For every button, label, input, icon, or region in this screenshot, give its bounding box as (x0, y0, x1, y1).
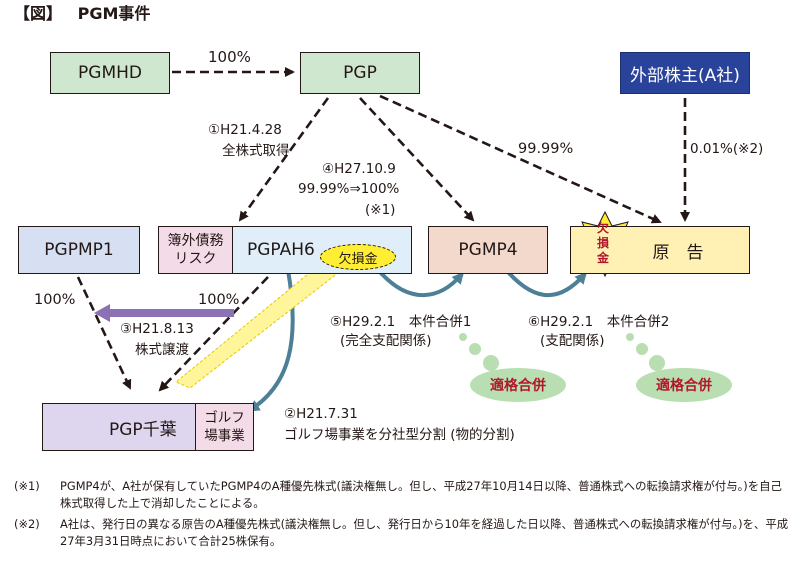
box-golf: ゴルフ 場事業 (195, 404, 253, 450)
label-step3-desc: 株式譲渡 (135, 342, 189, 358)
label-step6: ⑥H29.2.1 本件合併2 (528, 314, 670, 330)
label-step5-sub: (完全支配関係) (340, 333, 432, 349)
box-outside-label: 外部株主(A社) (630, 65, 740, 86)
bubble-dot (459, 333, 467, 341)
label-step1-desc: 全株式取得 (222, 143, 290, 159)
figure-bracket: 【図】 (14, 4, 63, 23)
label-step2-date: ②H21.7.31 (284, 406, 358, 422)
box-pgmp4: PGMP4 (428, 226, 548, 274)
label-step1-date: ①H21.4.28 (208, 122, 282, 138)
box-pgpmp1-label: PGPMP1 (44, 240, 114, 260)
box-pgmp4-label: PGMP4 (458, 240, 518, 260)
label-step3-date: ③H21.8.13 (120, 321, 194, 337)
loss-bubble-label: 欠損金 (338, 251, 378, 267)
box-pgpah6-label: PGPAH6 (247, 240, 315, 260)
label-pct-pgpah6: 100% (198, 292, 240, 308)
box-pgp-label: PGP (343, 63, 377, 83)
arrow-share-transfer-head (94, 304, 110, 322)
badge-qualified-2-label: 適格合併 (656, 378, 712, 394)
box-outside-shareholder: 外部株主(A社) (620, 52, 750, 94)
label-pct-pgp-plaintiff: 99.99% (518, 141, 574, 157)
box-plaintiff-label: 原 告 (652, 242, 704, 263)
arrow-pgpmp1-pgpchiba (76, 276, 132, 390)
arrow-merger-1 (378, 270, 464, 298)
box-pgp-chiba: PGP千葉 ゴルフ 場事業 (42, 403, 254, 451)
label-step4-date: ④H27.10.9 (322, 161, 396, 177)
arrow-merger-2 (506, 270, 587, 298)
figure-title: 【図】 PGM事件 (14, 5, 150, 23)
box-pgpmp1: PGPMP1 (18, 226, 140, 274)
footnote-1-text: PGMP4が、A社が保有していたPGMP4のA種優先株式(議決権無し。但し、平成… (60, 479, 782, 510)
arrow-pgpah6-pgpchiba (158, 276, 269, 392)
box-pgmhd-label: PGMHD (78, 63, 142, 83)
figure-title-text: PGM事件 (77, 4, 151, 23)
box-bond-risk: 簿外債務 リスク (159, 227, 233, 273)
label-step6-sub: (支配関係) (540, 333, 605, 349)
footnote-2-mark: (※2) (14, 517, 40, 531)
loss-bubble: 欠損金 (320, 244, 396, 270)
box-plaintiff: 原 告 (570, 226, 750, 274)
label-step2-desc: ゴルフ場事業を分社型分割 (物的分割) (284, 427, 515, 443)
label-pct-pgpmp1: 100% (34, 292, 76, 308)
box-pgmhd: PGMHD (50, 52, 170, 94)
box-golf-label: ゴルフ 場事業 (204, 410, 245, 444)
label-step4-ratio: 99.99%⇒100% (298, 181, 400, 197)
box-pgp: PGP (300, 52, 420, 94)
arrow-pgp-pgpah6 (238, 97, 330, 222)
bubble-dot (626, 333, 634, 341)
label-pct-pgmhd-pgp: 100% (208, 48, 251, 66)
label-step5: ⑤H29.2.1 本件合併1 (330, 314, 472, 330)
badge-qualified-merger-2: 適格合併 (636, 368, 732, 402)
box-bond-risk-label: 簿外債務 リスク (167, 233, 224, 267)
label-pct-outside: 0.01%(※2) (690, 141, 764, 157)
bubble-dot (483, 355, 499, 371)
loss-star-label: 欠 損 金 (597, 221, 610, 265)
arrow-pgp-plaintiff (379, 94, 662, 224)
label-step4-note: (※1) (365, 202, 396, 218)
footnote-1-mark: (※1) (14, 479, 40, 493)
footnote-2-text: A社は、発行日の異なる原告のA種優先株式(議決権無し。但し、発行日から10年を経… (60, 517, 789, 548)
bubble-dot (636, 343, 648, 355)
box-pgp-chiba-label: PGP千葉 (109, 419, 177, 440)
bubble-dot (649, 355, 665, 371)
badge-qualified-1-label: 適格合併 (490, 378, 546, 394)
badge-qualified-merger-1: 適格合併 (470, 368, 566, 402)
bubble-dot (469, 343, 481, 355)
